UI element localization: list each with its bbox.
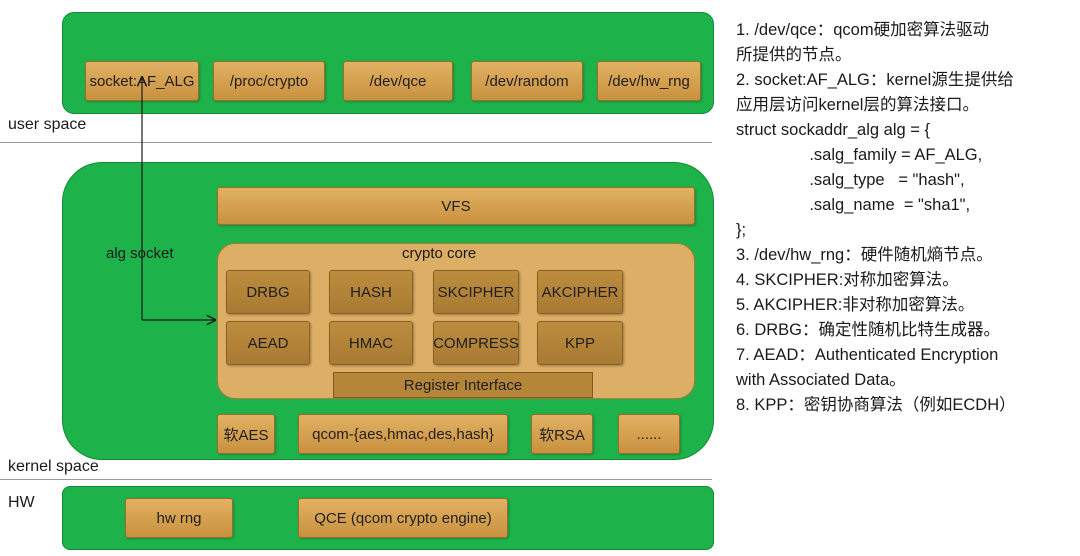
- note-line: .salg_type = "hash",: [736, 171, 965, 189]
- user-item-proc-crypto[interactable]: /proc/crypto: [213, 61, 325, 101]
- note-line: struct sockaddr_alg alg = {: [736, 121, 930, 139]
- note-line: .salg_name = "sha1",: [736, 196, 971, 214]
- alg-socket-arrow: [0, 0, 712, 556]
- user-space-label: user space: [8, 116, 87, 133]
- user-item-dev-random[interactable]: /dev/random: [471, 61, 583, 101]
- kernel-space-label: kernel space: [8, 458, 99, 475]
- hw-rng-box[interactable]: hw rng: [125, 498, 233, 538]
- note-line: 4. SKCIPHER:对称加密算法。: [736, 271, 959, 289]
- note-line: 5. AKCIPHER:非对称加密算法。: [736, 296, 975, 314]
- driver-soft-aes[interactable]: 软AES: [217, 414, 275, 454]
- algo-kpp[interactable]: KPP: [537, 321, 623, 365]
- crypto-core-title: crypto core: [402, 245, 477, 262]
- note-line: with Associated Data。: [736, 371, 906, 389]
- note-line: 应用层访问kernel层的算法接口。: [736, 96, 979, 114]
- algo-aead[interactable]: AEAD: [226, 321, 310, 365]
- note-line: 7. AEAD：Authenticated Encryption: [736, 346, 999, 364]
- user-item-dev-hw-rng[interactable]: /dev/hw_rng: [597, 61, 701, 101]
- note-line: 3. /dev/hw_rng：硬件随机熵节点。: [736, 246, 993, 264]
- register-interface-label: Register Interface: [403, 376, 523, 394]
- driver-qcom[interactable]: qcom-{aes,hmac,des,hash}: [298, 414, 508, 454]
- register-interface-bar[interactable]: Register Interface: [333, 372, 593, 398]
- hw-label: HW: [8, 494, 35, 511]
- note-line: 6. DRBG：确定性随机比特生成器。: [736, 321, 1001, 339]
- kernel-hw-divider: [0, 479, 712, 480]
- driver-more[interactable]: ......: [618, 414, 680, 454]
- note-line: 所提供的节点。: [736, 46, 852, 64]
- alg-socket-label: alg socket: [106, 245, 174, 262]
- qce-box[interactable]: QCE (qcom crypto engine): [298, 498, 508, 538]
- algo-hash[interactable]: HASH: [329, 270, 413, 314]
- algo-compress[interactable]: COMPRESS: [433, 321, 519, 365]
- note-line: };: [736, 221, 747, 239]
- algo-skcipher[interactable]: SKCIPHER: [433, 270, 519, 314]
- user-item-dev-qce[interactable]: /dev/qce: [343, 61, 453, 101]
- note-line: 2. socket:AF_ALG：kernel源生提供给: [736, 71, 1014, 89]
- note-line: .salg_family = AF_ALG,: [736, 146, 983, 164]
- algo-drbg[interactable]: DRBG: [226, 270, 310, 314]
- algo-akcipher[interactable]: AKCIPHER: [537, 270, 623, 314]
- notes-panel: 1. /dev/qce：qcom硬加密算法驱动 所提供的节点。 2. socke…: [736, 18, 1076, 418]
- note-line: 8. KPP：密钥协商算法（例如ECDH）: [736, 396, 1016, 414]
- user-kernel-divider: [0, 142, 712, 143]
- driver-soft-rsa[interactable]: 软RSA: [531, 414, 593, 454]
- note-line: 1. /dev/qce：qcom硬加密算法驱动: [736, 21, 990, 39]
- vfs-bar[interactable]: VFS: [217, 187, 695, 225]
- algo-hmac[interactable]: HMAC: [329, 321, 413, 365]
